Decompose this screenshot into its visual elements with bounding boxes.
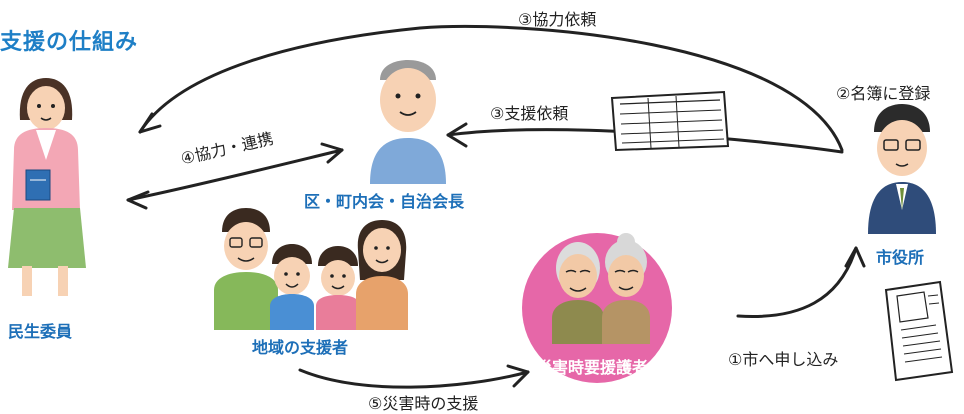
step1-apply-label: ①市へ申し込み	[728, 350, 839, 369]
elderly-couple-figure	[552, 233, 650, 344]
welfare-commissioner-figure	[8, 78, 86, 296]
city-hall-label: 市役所	[876, 248, 925, 267]
step2-register-label: ②名簿に登録	[836, 84, 931, 103]
arrow-request-cooperation	[138, 24, 844, 152]
arrow-cooperation-link	[126, 148, 344, 202]
page-title: 支援の仕組み	[0, 30, 139, 55]
application-form-icon	[884, 280, 954, 382]
local-supporters-label: 地域の支援者	[252, 338, 349, 357]
step5-disaster-support-label: ⑤災害時の支援	[368, 394, 479, 413]
roster-document-icon	[610, 90, 730, 152]
arrows	[126, 24, 866, 389]
arrow-apply-city	[736, 246, 858, 318]
local-supporters-figure	[214, 208, 408, 330]
city-hall-official-figure	[868, 104, 936, 234]
welfare-commissioner-label: 民生委員	[8, 322, 73, 341]
neighborhood-chief-figure	[370, 60, 446, 184]
step3-support-request-label: ③支援依頼	[490, 104, 569, 123]
neighborhood-chief-label: 区・町内会・自治会長	[304, 192, 465, 211]
arrow-disaster-support	[298, 368, 530, 389]
step3-cooperation-request-label: ③協力依頼	[518, 10, 597, 29]
vulnerable-persons-label: 災害時要援護者	[536, 358, 649, 377]
